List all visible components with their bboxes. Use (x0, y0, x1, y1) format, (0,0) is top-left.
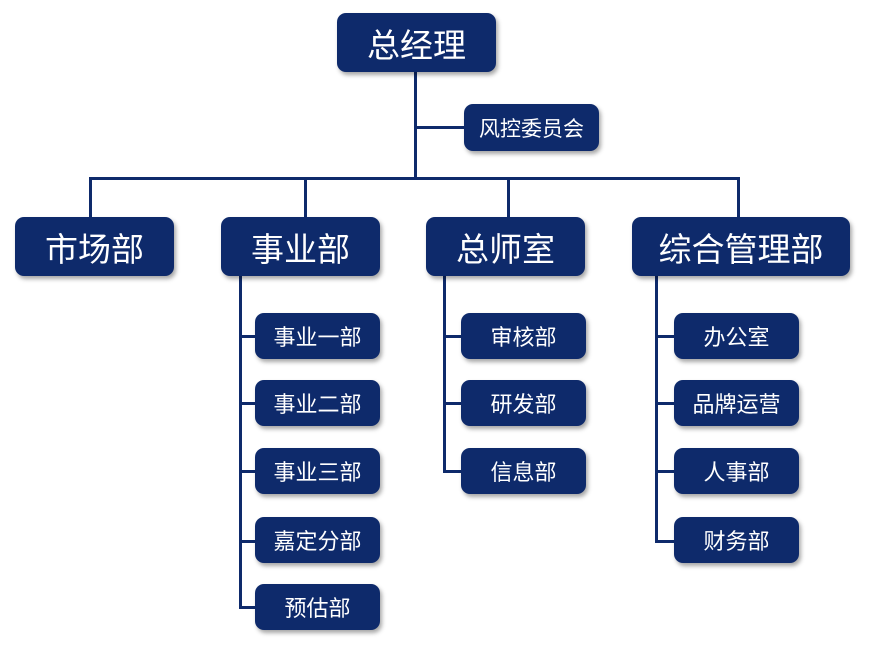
org-node-subunit: 财务部 (674, 517, 799, 563)
connector-line (239, 470, 257, 473)
org-node-subunit: 事业一部 (255, 313, 380, 359)
connector-line (443, 335, 463, 338)
connector-line (443, 276, 446, 473)
connector-line (89, 177, 740, 180)
connector-line (239, 606, 257, 609)
connector-line (443, 470, 463, 473)
org-node-subunit: 嘉定分部 (255, 517, 380, 563)
org-node-subunit: 研发部 (461, 380, 586, 426)
org-node-subunit: 人事部 (674, 448, 799, 494)
connector-line (239, 335, 257, 338)
org-node-department: 总师室 (426, 217, 585, 276)
org-node-subunit: 审核部 (461, 313, 586, 359)
org-node-committee: 风控委员会 (464, 104, 599, 151)
connector-line (239, 402, 257, 405)
org-node-subunit: 预估部 (255, 584, 380, 630)
connector-line (443, 402, 463, 405)
connector-line (507, 177, 510, 218)
connector-line (655, 335, 675, 338)
org-node-subunit: 品牌运营 (674, 380, 799, 426)
org-node-subunit: 事业二部 (255, 380, 380, 426)
org-node-subunit: 信息部 (461, 448, 586, 494)
connector-line (304, 177, 307, 218)
connector-line (239, 540, 257, 543)
org-node-department: 事业部 (221, 217, 380, 276)
org-node-root: 总经理 (337, 13, 496, 72)
org-node-subunit: 事业三部 (255, 448, 380, 494)
connector-line (414, 126, 464, 129)
connector-line (655, 470, 675, 473)
connector-line (89, 177, 92, 218)
connector-line (239, 276, 242, 609)
connector-line (655, 540, 675, 543)
org-node-subunit: 办公室 (674, 313, 799, 359)
connector-line (655, 276, 658, 542)
connector-line (655, 402, 675, 405)
connector-line (737, 177, 740, 218)
org-node-department: 综合管理部 (632, 217, 850, 276)
org-node-department: 市场部 (15, 217, 174, 276)
